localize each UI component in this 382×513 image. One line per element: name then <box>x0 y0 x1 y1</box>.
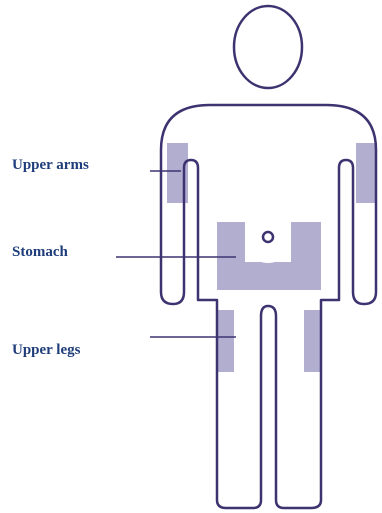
region-upper-leg-left <box>217 310 234 372</box>
region-upper-leg-right <box>304 310 321 372</box>
label-upper-legs: Upper legs <box>12 342 80 359</box>
head <box>234 6 302 88</box>
label-upper-arms: Upper arms <box>12 157 89 174</box>
label-stomach: Stomach <box>12 244 68 261</box>
body-silhouette <box>161 105 376 508</box>
stomach-center-block <box>234 262 304 290</box>
region-upper-arm-right <box>356 143 377 203</box>
